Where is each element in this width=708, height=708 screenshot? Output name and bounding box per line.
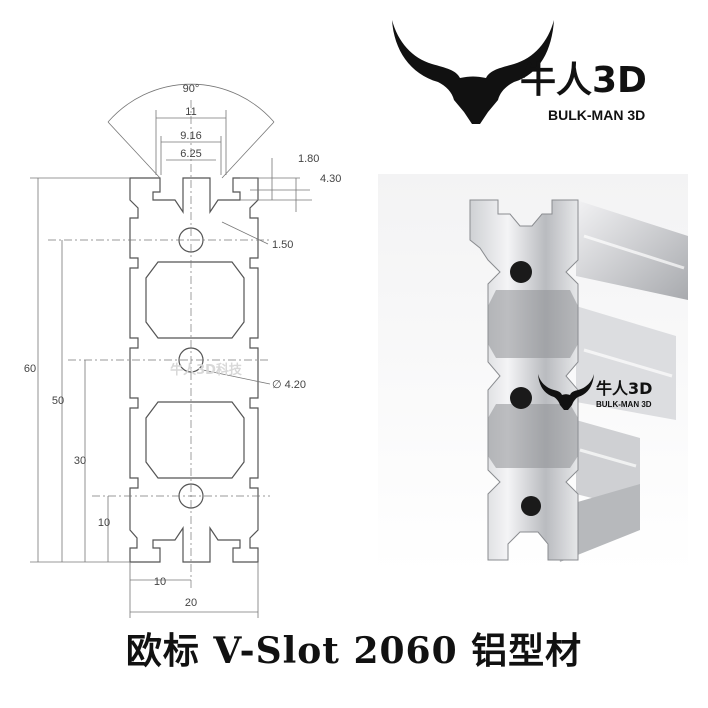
dim-bottom-10: 10 [154,576,166,588]
dim-top-625: 6.25 [180,148,201,160]
dim-right-180: 1.80 [298,153,319,165]
logo-name-cn: 牛人3D [520,60,647,101]
dim-left-50: 50 [52,395,64,407]
technical-drawing [30,83,312,618]
photo-logo-cn: 牛人3D [596,379,652,398]
brand-logo: 牛人3D BULK-MAN 3D [392,20,647,124]
dim-left-60: 60 [24,363,36,375]
dim-left-10: 10 [98,517,110,529]
dim-angle: 90° [183,83,200,95]
photo-logo-en: BULK-MAN 3D [596,400,652,409]
dim-left-30: 30 [74,455,86,467]
bull-head-icon [538,374,594,410]
bull-head-icon [392,20,554,124]
dim-right-150: 1.50 [272,239,293,251]
cavity-lower [145,401,245,479]
dim-right-430: 4.30 [320,173,341,185]
dim-top-916: 9.16 [180,130,201,142]
product-caption: 欧标 V-Slot 2060 铝型材 [125,630,583,672]
logo-name-en: BULK-MAN 3D [548,107,645,123]
dim-top-11: 11 [185,106,196,118]
product-photo: 牛人3D BULK-MAN 3D [378,174,688,574]
dim-bottom-20: 20 [185,597,197,609]
cavity-upper [145,261,245,339]
dim-right-bore: ∅ 4.20 [272,379,306,391]
watermark: 牛人3D科技 [170,362,243,378]
dimension-labels: 90° 11 9.16 6.25 1.80 4.30 1.50 ∅ 4.20 6… [24,83,342,609]
